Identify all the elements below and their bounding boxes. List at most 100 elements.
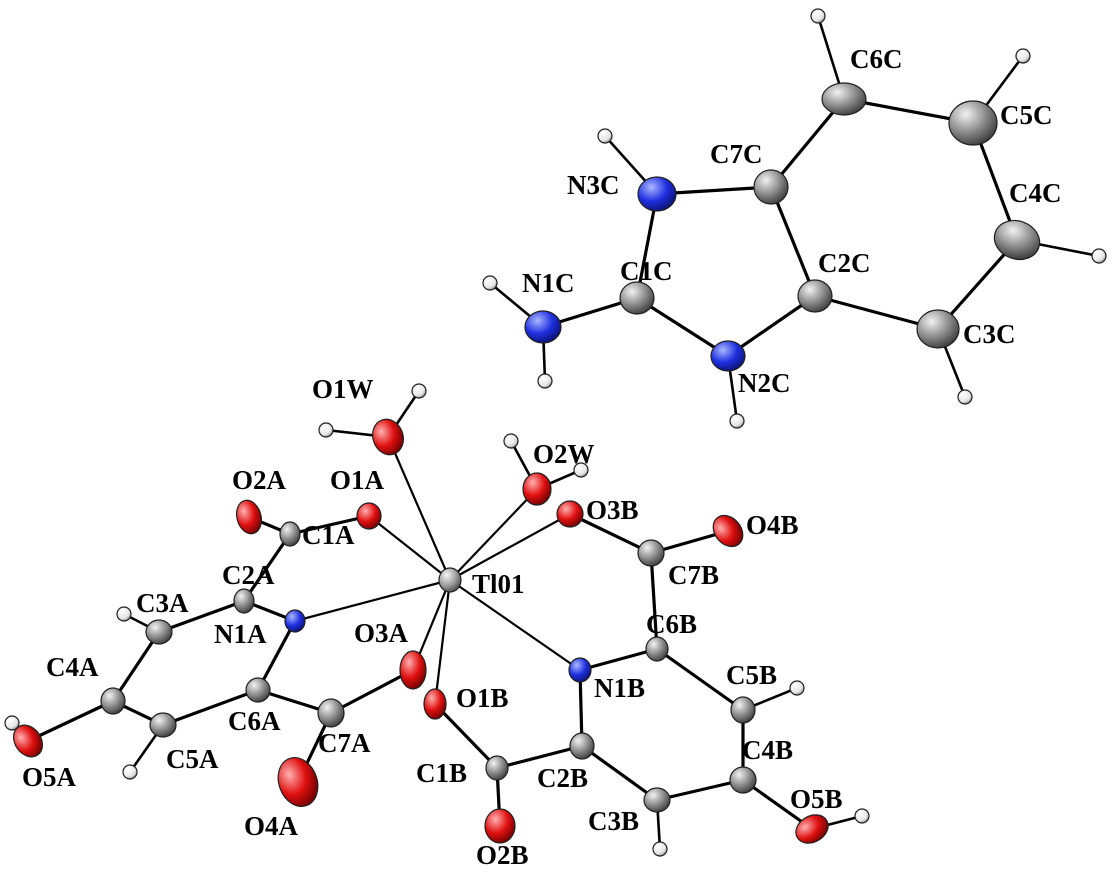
label-n1a: N1A (214, 619, 267, 649)
bond-c3a-c4a (111, 630, 161, 703)
label-c3c: C3C (963, 319, 1016, 349)
atom-c3c (916, 309, 960, 349)
atom-o4a (277, 757, 319, 807)
atom-o2w (522, 472, 552, 506)
atom-c2c (797, 279, 833, 313)
hydrogen-atom (4, 715, 20, 731)
bond-tl01-n1b (448, 578, 582, 672)
bond-c1c-n2c (635, 296, 730, 358)
label-o2a: O2A (232, 465, 287, 495)
atom-c7a (317, 698, 345, 728)
atom-o1a (356, 502, 382, 530)
bond-c2b-c1b (495, 744, 584, 770)
atom-c3a (145, 619, 173, 645)
label-n2c: N2C (738, 368, 791, 398)
label-c1c: C1C (620, 256, 673, 286)
bond-c1a-o1a (288, 514, 371, 536)
label-c6b: C6B (646, 609, 697, 639)
atom-o3b (556, 500, 584, 528)
label-n1c: N1C (522, 268, 575, 298)
atom-c7b (637, 539, 665, 567)
atom-o2b (484, 808, 516, 844)
label-c5a: C5A (166, 744, 219, 774)
bond-c3b-c2b (580, 744, 659, 802)
label-o3a: O3A (354, 618, 409, 648)
atom-c5a (149, 712, 177, 738)
label-c6a: C6A (228, 706, 281, 736)
hydrogen-atom (810, 8, 826, 24)
label-c4a: C4A (46, 652, 99, 682)
hydrogen-atom (482, 275, 498, 291)
bond-n2c-c2c (726, 294, 817, 358)
label-c5b: C5B (726, 660, 777, 690)
atom-o1w (372, 418, 404, 456)
atom-c4b (729, 766, 757, 794)
atom-tl01 (438, 567, 462, 593)
label-o2b: O2B (476, 840, 529, 870)
label-c2a: C2A (222, 560, 275, 590)
hydrogen-atom (503, 433, 519, 449)
bond-c7b-c6b (649, 551, 659, 651)
bond-c6b-n1b (578, 647, 659, 672)
label-c4b: C4B (742, 735, 793, 765)
bond-c7c-c6c (769, 97, 846, 189)
label-o5b: O5B (790, 784, 843, 814)
label-o2w: O2W (533, 439, 595, 469)
atom-labels: Tl01 O1W O2W O2A O1A O3A O4A O5A N1A C1A… (22, 44, 1062, 870)
atom-c4c (993, 219, 1041, 261)
hydrogen-atom (729, 413, 745, 429)
label-c3a: C3A (136, 588, 189, 618)
bond-c4a-o5a (26, 699, 115, 743)
atom-o3a (399, 650, 427, 690)
atom-o4b (712, 514, 744, 548)
bond-c6b-c5b (655, 647, 745, 712)
bond-c1b-o1b (433, 702, 499, 770)
atom-c7c (753, 169, 789, 205)
bond-c2a-c3a (157, 599, 246, 634)
hydrogen-atom (116, 606, 132, 622)
label-o5a: O5A (22, 762, 77, 792)
atom-c6c (821, 82, 867, 116)
atom-c6b (645, 636, 669, 662)
atom-n1b (568, 657, 592, 683)
atom-o5a (12, 724, 44, 758)
label-n1b: N1B (594, 673, 645, 703)
atom-n3c (637, 176, 677, 212)
label-c7b: C7B (668, 560, 719, 590)
hydrogen-atom (1091, 248, 1107, 264)
label-c7a: C7A (318, 728, 371, 758)
label-c5c: C5C (1000, 100, 1053, 130)
bond-c2c-c7c (769, 185, 817, 298)
label-n3c: N3C (567, 170, 620, 200)
label-c4c: C4C (1009, 178, 1062, 208)
hydrogen-atom (122, 764, 138, 780)
bond-tl01-o2w (448, 487, 539, 582)
bond-tl01-o1b (433, 578, 452, 706)
atom-c1a (279, 521, 301, 547)
bond-tl01-n1a (293, 578, 452, 623)
label-o1a: O1A (330, 465, 385, 495)
hydrogen-atom (597, 128, 613, 144)
bond-c7a-o3a (329, 668, 415, 715)
bond-c6a-n1a (256, 619, 297, 692)
label-c2c: C2C (818, 248, 871, 278)
hydrogen-atom (854, 808, 870, 824)
atom-c4a (100, 687, 126, 715)
hydrogen-atom (318, 422, 334, 438)
atom-n2c (710, 340, 746, 372)
bond-o3b-c7b (568, 512, 653, 555)
atom-o1b (423, 688, 447, 720)
atom-c1c (619, 281, 655, 315)
label-o1b: O1B (456, 683, 509, 713)
atom-n1c (524, 310, 562, 344)
hydrogen-atom (1015, 48, 1031, 64)
label-c7c: C7C (710, 139, 763, 169)
atom-c2a (233, 588, 255, 614)
label-o4b: O4B (746, 510, 799, 540)
label-o4a: O4A (244, 811, 299, 841)
label-c2b: C2B (537, 763, 588, 793)
label-o3b: O3B (586, 495, 639, 525)
atom-n1a (284, 609, 306, 633)
hydrogen-atom (957, 389, 973, 405)
